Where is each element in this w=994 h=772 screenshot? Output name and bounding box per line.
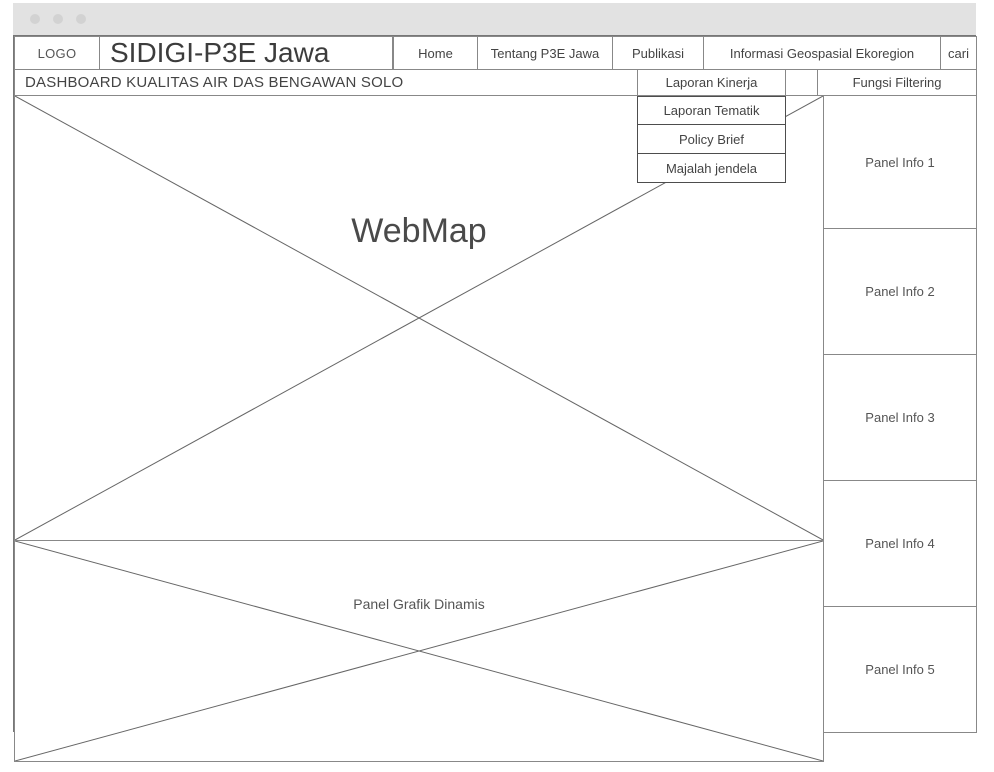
side-panel-5-label: Panel Info 5 <box>865 662 935 677</box>
minimize-dot-icon[interactable] <box>53 14 63 24</box>
subnav-item-0[interactable]: Laporan Kinerja <box>637 69 786 96</box>
dynamic-chart-panel[interactable]: Panel Grafik Dinamis <box>14 540 824 762</box>
brand-title: SIDIGI-P3E Jawa <box>99 36 393 70</box>
nav-item-2[interactable]: Publikasi <box>612 36 704 70</box>
dynamic-chart-label: Panel Grafik Dinamis <box>353 596 485 612</box>
subnav-item-2[interactable]: Fungsi Filtering <box>817 69 977 96</box>
side-panel-4[interactable]: Panel Info 4 <box>823 480 977 607</box>
side-panel-5[interactable]: Panel Info 5 <box>823 606 977 733</box>
nav-item-1[interactable]: Tentang P3E Jawa <box>477 36 613 70</box>
webmap-label: WebMap <box>351 212 487 250</box>
dropdown-item-2[interactable]: Majalah jendela <box>637 154 786 183</box>
dropdown-item-1[interactable]: Policy Brief <box>637 125 786 154</box>
side-panel-2-label: Panel Info 2 <box>865 284 935 299</box>
side-panel-1[interactable]: Panel Info 1 <box>823 95 977 229</box>
maximize-dot-icon[interactable] <box>76 14 86 24</box>
chart-placeholder-cross <box>15 541 823 761</box>
logo-placeholder[interactable]: LOGO <box>14 36 100 70</box>
side-panel-1-label: Panel Info 1 <box>865 154 935 170</box>
side-panel-3[interactable]: Panel Info 3 <box>823 354 977 481</box>
dashboard-title: DASHBOARD KUALITAS AIR DAS BENGAWAN SOLO <box>14 69 638 96</box>
nav-item-4[interactable]: cari <box>940 36 977 70</box>
subnav-item-1[interactable] <box>785 69 818 96</box>
nav-item-3[interactable]: Informasi Geospasial Ekoregion <box>703 36 941 70</box>
window-controls <box>30 14 86 24</box>
dropdown-item-0[interactable]: Laporan Tematik <box>637 96 786 125</box>
side-panel-3-label: Panel Info 3 <box>865 410 935 425</box>
window-titlebar <box>13 3 976 35</box>
close-dot-icon[interactable] <box>30 14 40 24</box>
side-panel-2[interactable]: Panel Info 2 <box>823 228 977 355</box>
nav-item-0[interactable]: Home <box>393 36 478 70</box>
side-panel-4-label: Panel Info 4 <box>865 536 935 551</box>
